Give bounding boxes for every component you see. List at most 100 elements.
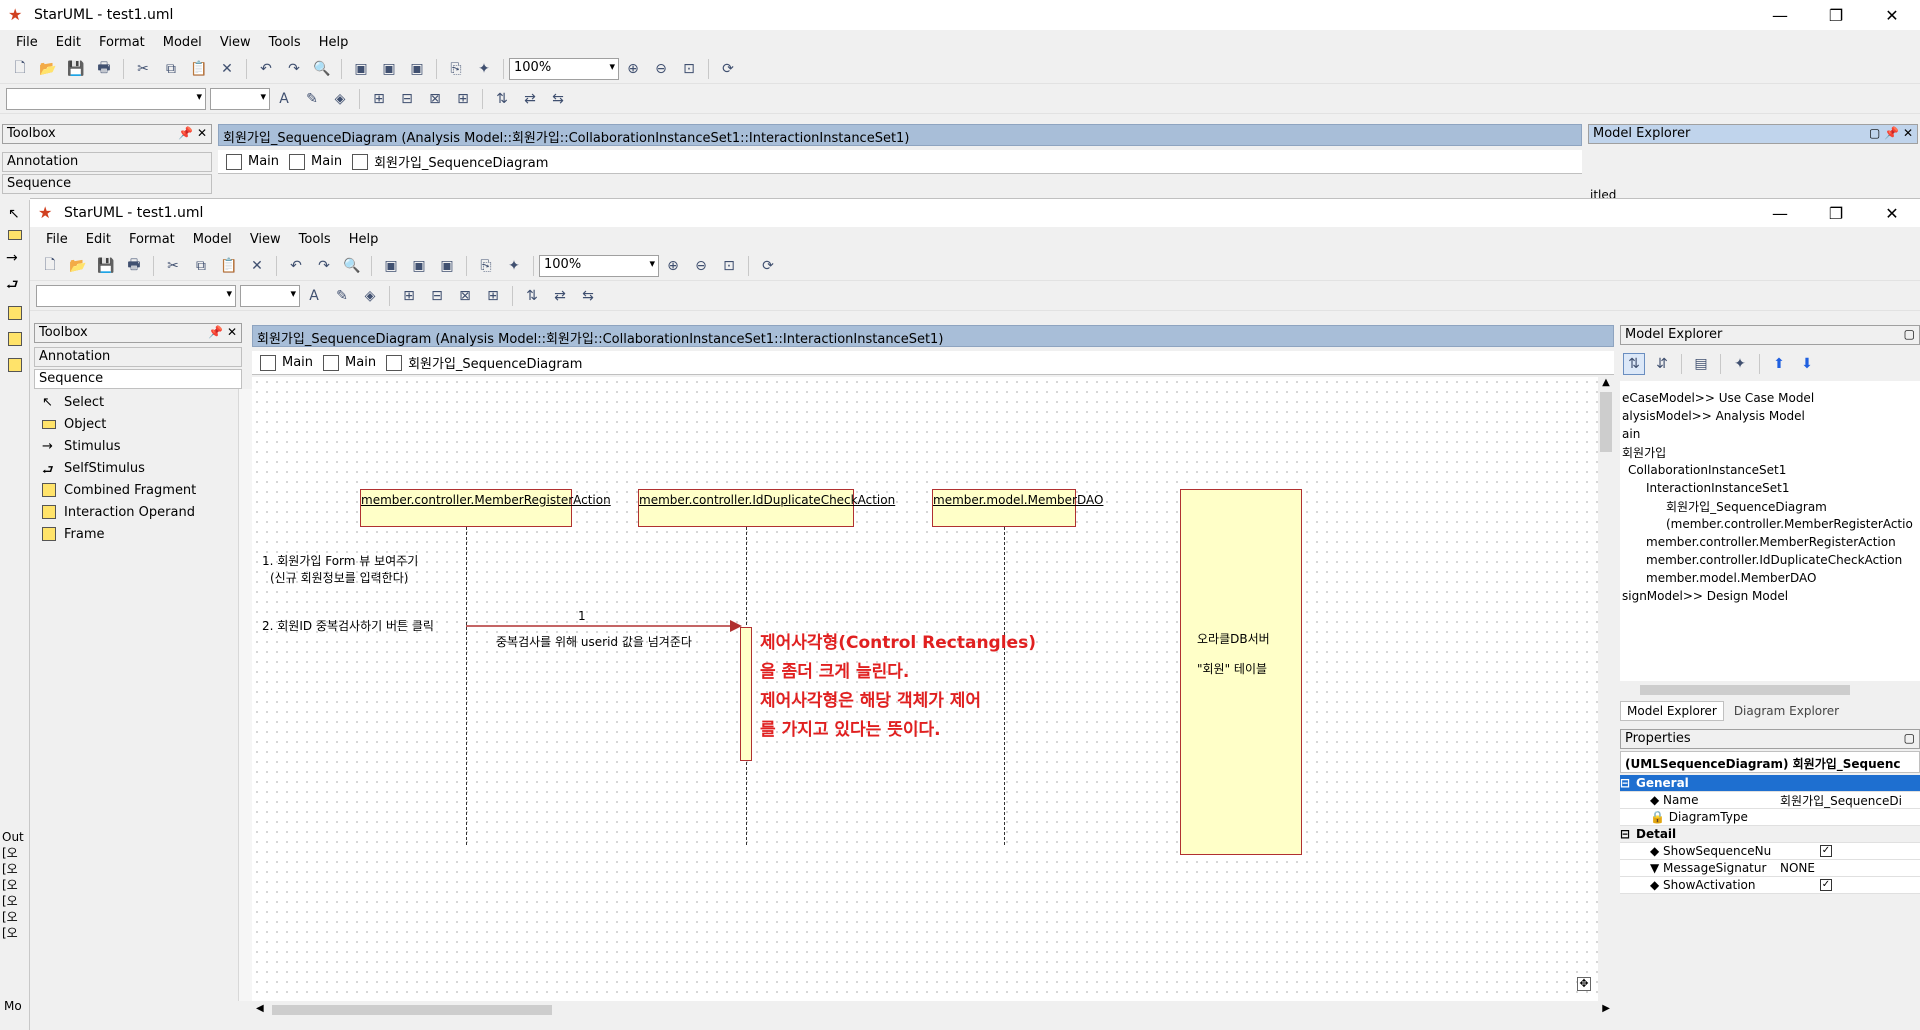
inner-align4-icon[interactable]: ⊞ (487, 287, 499, 304)
filter-icon[interactable]: ✦ (1734, 356, 1746, 372)
showseq-checkbox[interactable]: ✓ (1820, 845, 1832, 857)
outer-tab-seq[interactable]: 회원가입_SequenceDiagram (352, 152, 548, 171)
inner-print-icon[interactable]: 🖶 (127, 256, 141, 273)
inner-zoom-select[interactable]: 100% (539, 254, 659, 277)
delete-icon[interactable]: ✕ (221, 60, 233, 77)
tool-stimulus[interactable]: →Stimulus (42, 438, 121, 455)
diagram-icon[interactable]: ▣ (354, 60, 368, 77)
inner-annotation-cat[interactable]: Annotation (34, 347, 242, 367)
layout2-icon[interactable]: ⇄ (524, 90, 536, 107)
outer-size-select[interactable] (210, 87, 270, 110)
inner-explorer-pin-icon[interactable]: ▢ (1903, 327, 1915, 341)
diagram3-icon[interactable]: ▣ (410, 60, 424, 77)
inner-align-icon[interactable]: ⊞ (403, 287, 415, 304)
tab-diagram-explorer[interactable]: Diagram Explorer (1733, 704, 1840, 718)
tree-item[interactable]: member.model.MemberDAO (1646, 571, 1817, 585)
outer-annotation-cat[interactable]: Annotation (2, 152, 212, 172)
inner-undo-icon[interactable]: ↶ (290, 257, 302, 274)
zoom-in-icon[interactable]: ⊕ (627, 60, 639, 77)
inner-sequence-cat[interactable]: Sequence (34, 369, 242, 389)
inner-menu-model[interactable]: Model (192, 231, 232, 247)
db-server-box[interactable]: 오라클DB서버 "회원" 테이블 (1180, 489, 1302, 855)
open-icon[interactable]: 📂 (39, 60, 57, 77)
inner-minimize-button[interactable]: — (1772, 203, 1788, 223)
inner-find-icon[interactable]: 🔍 (343, 257, 361, 274)
inner-menu-tools[interactable]: Tools (298, 231, 331, 247)
tree-item[interactable]: ain (1622, 427, 1641, 441)
inner-font-color-icon[interactable]: A (309, 287, 319, 304)
wand-icon[interactable]: ✦ (478, 60, 490, 77)
model-tab-partial[interactable]: Mo (4, 999, 22, 1013)
inner-align3-icon[interactable]: ⊠ (459, 287, 471, 304)
tree-item[interactable]: CollaborationInstanceSet1 (1628, 463, 1787, 477)
inner-redo-icon[interactable]: ↷ (318, 257, 330, 274)
inner-menu-help[interactable]: Help (348, 231, 379, 247)
inner-close-button[interactable]: ✕ (1885, 203, 1899, 223)
menu-help[interactable]: Help (318, 34, 349, 50)
object-member-dao[interactable]: member.model.MemberDAO (932, 489, 1103, 527)
menu-edit[interactable]: Edit (55, 34, 81, 50)
minimize-button[interactable]: — (1772, 5, 1788, 25)
inner-layout3-icon[interactable]: ⇆ (582, 287, 594, 304)
inner-menu-format[interactable]: Format (128, 231, 175, 247)
tab-model-explorer[interactable]: Model Explorer (1620, 701, 1724, 721)
align4-icon[interactable]: ⊞ (457, 90, 469, 107)
menu-model[interactable]: Model (162, 34, 202, 50)
canvas-hscroll[interactable]: ◀ ▶ (252, 1001, 1614, 1019)
align-icon[interactable]: ⊞ (373, 90, 385, 107)
move-down-icon[interactable]: ⬇ (1801, 356, 1813, 372)
strip-stimulus-icon[interactable]: → (6, 250, 18, 266)
inner-menu-view[interactable]: View (249, 231, 281, 247)
toolbox-scrollbar[interactable] (238, 389, 252, 1001)
add-element-icon[interactable]: ▤ (1694, 356, 1708, 372)
undo-icon[interactable]: ↶ (260, 60, 272, 77)
pin-icon[interactable]: 📌 ✕ (178, 126, 207, 140)
tree-item[interactable]: member.controller.MemberRegisterAction (1646, 535, 1896, 549)
menu-file[interactable]: File (16, 34, 38, 50)
inner-line-color-icon[interactable]: ✎ (336, 287, 348, 304)
tree-item[interactable]: eCaseModel>> Use Case Model (1622, 391, 1815, 405)
find-icon[interactable]: 🔍 (313, 60, 331, 77)
outer-sequence-cat[interactable]: Sequence (2, 174, 212, 194)
inner-fill-color-icon[interactable]: ◈ (364, 287, 376, 304)
tool-select[interactable]: ↖Select (42, 394, 105, 411)
inner-layout2-icon[interactable]: ⇄ (554, 287, 566, 304)
redo-icon[interactable]: ↷ (288, 60, 300, 77)
stimulus-arrow[interactable] (466, 617, 746, 637)
font-color-icon[interactable]: A (279, 90, 289, 107)
inner-refresh-icon[interactable]: ⟳ (762, 257, 774, 274)
inner-layout-icon[interactable]: ⇅ (526, 287, 538, 304)
align3-icon[interactable]: ⊠ (429, 90, 441, 107)
tool-selfstimulus[interactable]: ⮐SelfStimulus (42, 460, 145, 479)
move-canvas-icon[interactable]: ✥ (1577, 977, 1591, 991)
menu-tools[interactable]: Tools (268, 34, 301, 50)
showact-checkbox[interactable]: ✓ (1820, 879, 1832, 891)
export-icon[interactable]: ⎘ (450, 60, 462, 77)
outer-explorer-pin-icon[interactable]: ▢ 📌 ✕ (1869, 126, 1913, 140)
strip-operand-icon[interactable] (8, 332, 22, 346)
section-general[interactable]: ⊟General (1620, 775, 1920, 792)
inner-zoom-in-icon[interactable]: ⊕ (667, 257, 679, 274)
restore-button[interactable]: ❐ (1828, 5, 1844, 25)
strip-frame-icon[interactable] (8, 358, 22, 372)
save-icon[interactable]: 💾 (67, 60, 85, 77)
line-color-icon[interactable]: ✎ (306, 90, 318, 107)
outer-tab-main-1[interactable]: Main (226, 153, 279, 170)
sort-desc-icon[interactable]: ⇵ (1656, 356, 1668, 372)
strip-select-icon[interactable]: ↖ (8, 206, 20, 222)
outer-font-select[interactable] (6, 87, 206, 110)
copy-icon[interactable]: ⧉ (166, 60, 176, 77)
inner-toolbox-pin-icon[interactable]: 📌 ✕ (208, 325, 237, 339)
tool-combined-fragment[interactable]: Combined Fragment (34, 479, 242, 501)
strip-fragment-icon[interactable] (8, 306, 22, 320)
zoom-out-icon[interactable]: ⊖ (655, 60, 667, 77)
section-detail[interactable]: ⊟Detail (1620, 826, 1920, 843)
tool-frame[interactable]: Frame (34, 523, 242, 545)
tree-item[interactable]: member.controller.IdDuplicateCheckAction (1646, 553, 1903, 567)
tool-object[interactable]: Object (34, 413, 242, 435)
inner-delete-icon[interactable]: ✕ (251, 257, 263, 274)
canvas-vscroll[interactable]: ▲ (1598, 377, 1614, 1001)
outer-zoom-select[interactable]: 100% (509, 57, 619, 80)
